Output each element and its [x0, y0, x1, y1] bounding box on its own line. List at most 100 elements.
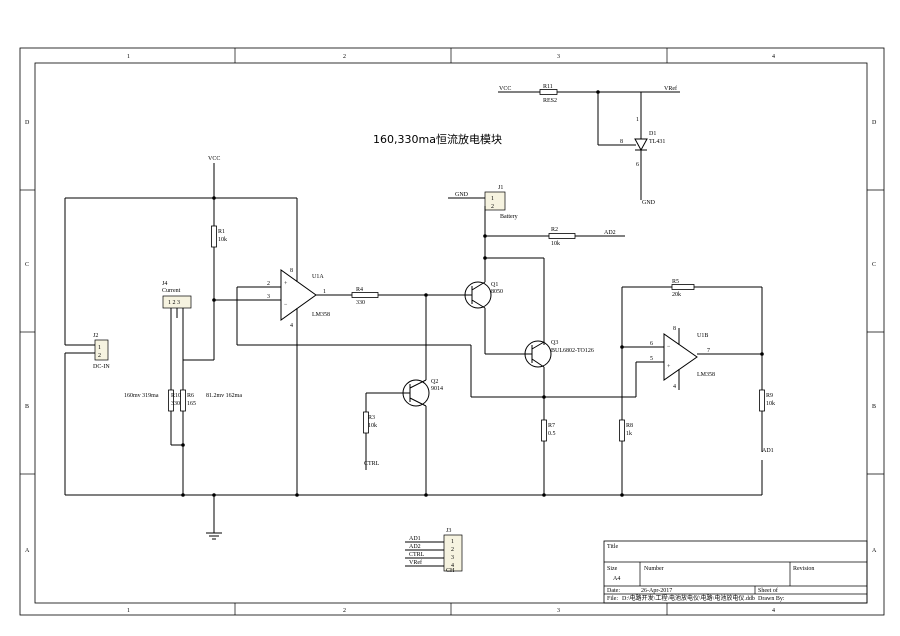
r3-value: 10k [368, 423, 377, 429]
col-label-top-4: 4 [772, 54, 775, 60]
col-label-top-2: 2 [343, 54, 346, 60]
tb-number-label: Number [644, 566, 664, 572]
zener-diode-d1 [634, 138, 648, 152]
dcin-connector-j2: 1 2 J2 DC-IN [64, 198, 110, 495]
j2-value: DC-IN [93, 364, 110, 370]
net-label-ad2: AD2 [604, 230, 616, 236]
j3-net-2: AD2 [409, 544, 421, 550]
tb-size-value: A4 [613, 576, 620, 582]
net-label-gnd-top: GND [455, 192, 469, 198]
tb-file-label: File: [607, 596, 618, 602]
tb-title-label: Title [607, 544, 618, 550]
col-label-bottom-1: 1 [127, 608, 130, 614]
r9-value: 10k [766, 401, 775, 407]
r5-ref: R5 [672, 279, 679, 285]
r5-value: 20k [672, 292, 681, 298]
resistor-r9 [759, 389, 765, 412]
opamp-u1b-body [663, 333, 698, 381]
ground-symbol [206, 495, 222, 540]
net-label-ctrl: CTRL [364, 461, 380, 467]
j3-pin-4: 4 [451, 563, 454, 569]
col-label-bottom-3: 3 [557, 608, 560, 614]
row-label-right-c: C [872, 262, 876, 268]
net-label-vref: VRef [664, 85, 677, 92]
r11-ref: R11 [543, 84, 553, 90]
j3-net-4: VRef [409, 559, 422, 566]
r1-ref: R1 [218, 229, 225, 235]
d1-pin-1: 1 [636, 117, 639, 123]
row-label-left-a: A [25, 548, 30, 554]
r7-value: 0.5 [548, 431, 556, 437]
tb-date-value: 26-Apr-2017 [641, 588, 672, 594]
u1b-minus-sign: − [667, 344, 671, 350]
tb-drawn-label: Drawn By: [758, 596, 785, 602]
u1b-pin-4: 4 [673, 384, 676, 390]
r4-value: 330 [356, 300, 365, 306]
j3-net-1: AD1 [409, 536, 421, 542]
j3-ref: J3 [446, 528, 451, 534]
battery-connector-j1: GND 1 2 J1 Battery R2 10k AD2 [448, 185, 625, 345]
u1a-plus-sign: + [284, 281, 288, 287]
row-label-left-d: D [25, 120, 30, 126]
r8-value: 1k [626, 431, 632, 437]
q1-value: 8050 [491, 289, 503, 295]
j4-ref: J4 [162, 281, 167, 287]
j3-pin-2: 2 [451, 547, 454, 553]
u1b-ref: U1B [697, 333, 708, 339]
transistor-q3: Q3 BUL6802-TO126 R7 0.5 [524, 340, 594, 495]
j3-net-3: CTRL [409, 552, 425, 558]
header-j3: J3 AD1 AD2 CTRL VRef 1 2 3 4 CH [405, 528, 463, 574]
u1a-pin-3: 3 [267, 294, 270, 300]
d1-pin-6: 6 [636, 162, 639, 168]
current-jumper-j4: J4 Current 1 2 3 160mv 319ma 81.2mv 162m… [124, 281, 242, 495]
opamp-u1b: 8 4 − + 6 5 U1B LM358 7 R5 20k R8 1k R9 … [619, 279, 775, 495]
outer-border [19, 47, 885, 616]
transistor-q1: Q1 8050 [464, 280, 524, 355]
u1a-pin-2: 2 [267, 281, 270, 287]
opamp-u1a-body [280, 269, 317, 321]
u1a-minus-sign: − [284, 302, 288, 308]
j1-pin-1: 1 [491, 196, 494, 202]
u1b-pin-6: 6 [650, 341, 653, 347]
r2-value: 10k [551, 241, 560, 247]
vref-circuit: VCC R11 RES2 VRef D1 TL431 1 8 6 GND [498, 84, 680, 206]
r9-ref: R9 [766, 393, 773, 399]
r11-value: RES2 [543, 98, 557, 104]
r2-ref: R2 [551, 227, 558, 233]
net-label-vcc-top: VCC [499, 86, 511, 92]
j3-pin-3: 3 [451, 555, 454, 561]
tb-revision-label: Revision [793, 566, 814, 572]
resistor-r4 [351, 292, 379, 298]
resistor-r7 [541, 419, 547, 442]
d1-pin-8: 8 [620, 139, 623, 145]
u1b-pin-8: 8 [673, 326, 676, 332]
col-label-bottom-4: 4 [772, 608, 775, 614]
row-label-left-c: C [25, 262, 29, 268]
net-label-vcc-left: VCC [208, 156, 220, 162]
r6-value: 165 [187, 401, 196, 407]
j4-pins: 1 2 3 [168, 300, 180, 306]
row-label-right-b: B [872, 404, 876, 410]
note-left: 160mv 319ma [124, 393, 159, 399]
j1-ref: J1 [498, 185, 503, 191]
j1-value: Battery [500, 214, 518, 220]
j2-ref: J2 [93, 333, 98, 339]
r1-value: 10k [218, 237, 227, 243]
d1-ref: D1 [649, 131, 656, 137]
transistor-q2: Q2 9014 R3 10k CTRL [363, 379, 443, 495]
j2-pin-1: 1 [98, 345, 101, 351]
tb-date-label: Date: [607, 588, 620, 594]
net-label-ad1: AD1 [762, 448, 774, 454]
j4-value: Current [162, 288, 181, 294]
resistor-r11 [539, 89, 558, 95]
r7-ref: R7 [548, 423, 555, 429]
r10-ref: R10 [171, 393, 181, 399]
resistor-r2 [548, 233, 576, 239]
u1b-plus-sign: + [667, 364, 671, 370]
q2-ref: Q2 [431, 379, 438, 385]
col-label-top-1: 1 [127, 54, 130, 60]
note-right: 81.2mv 162ma [206, 393, 242, 399]
opamp-u1a: 8 4 + − 2 3 U1A LM358 1 [214, 268, 636, 398]
